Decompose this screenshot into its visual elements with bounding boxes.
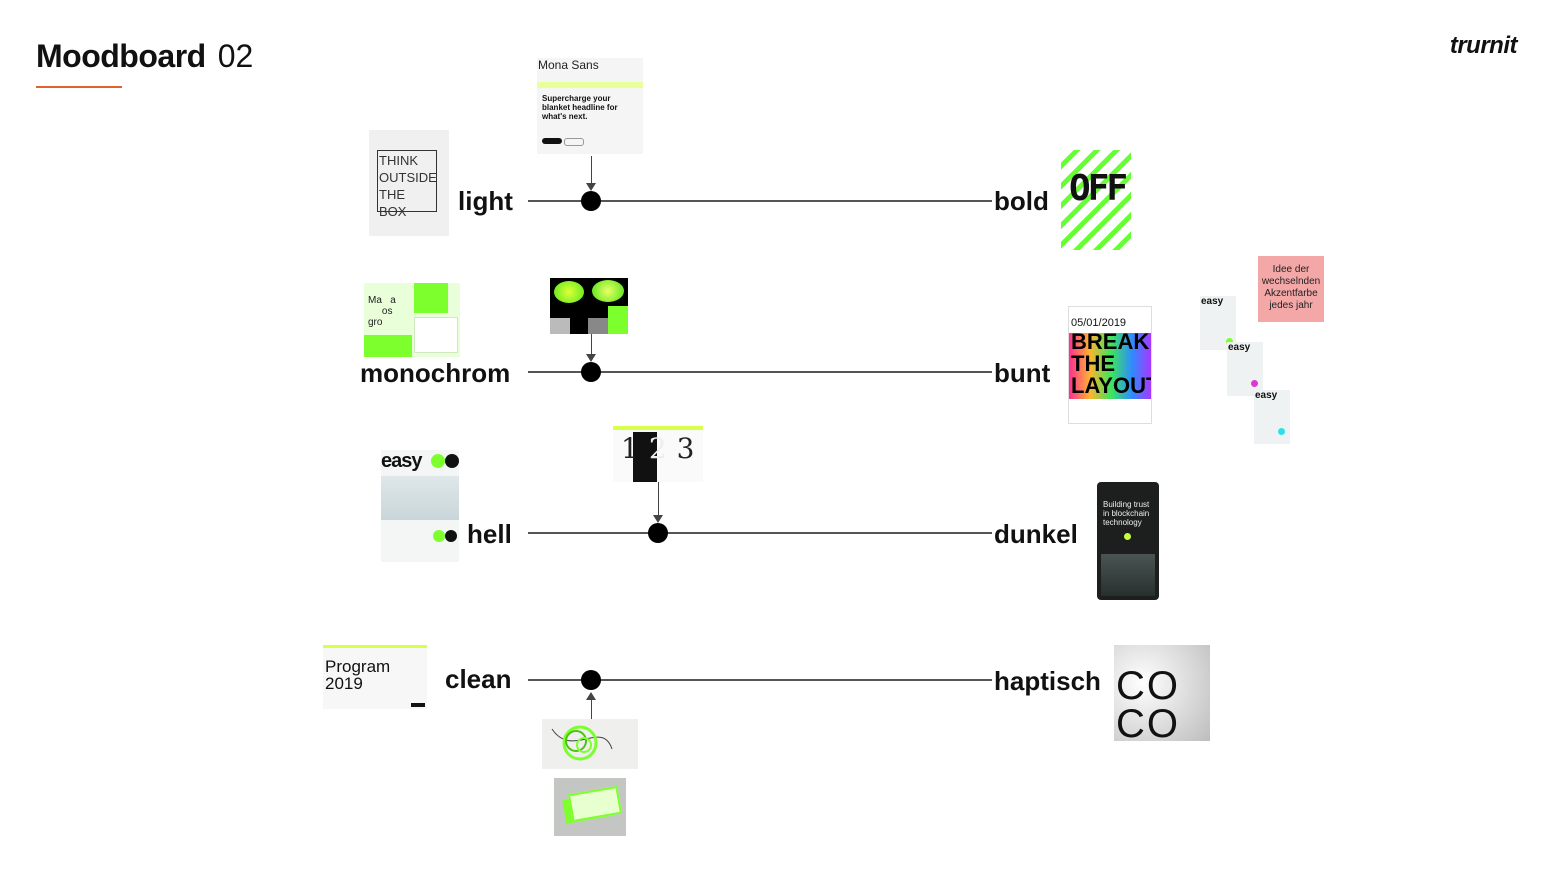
- break-line-3: LAYOUT: [1071, 375, 1152, 397]
- collage-card: [414, 317, 458, 353]
- swatch: [588, 318, 608, 334]
- moodboard-image-think-outside[interactable]: THINK OUTSIDE THE BOX: [369, 130, 449, 236]
- scale-label-clean: clean: [445, 664, 512, 694]
- arrowhead-down-icon: [653, 515, 663, 523]
- moodboard-image-green-tangle[interactable]: [542, 719, 638, 769]
- moodboard-image-phone[interactable]: Building trust in blockchain technology: [1097, 482, 1159, 600]
- mona-title: Mona Sans: [538, 58, 599, 72]
- easy-dot: [1278, 428, 1285, 435]
- arrowhead-down-icon: [586, 354, 596, 362]
- swatch-circle: [554, 281, 584, 303]
- title-underline: [36, 86, 122, 88]
- mona-headline: Supercharge your blanket headline for wh…: [542, 94, 624, 121]
- think-line-3: THE: [379, 186, 437, 203]
- think-line-1: THINK: [379, 152, 437, 169]
- arrow-line: [658, 482, 659, 516]
- swatch: [608, 306, 628, 334]
- page-title: Moodboard 02: [36, 36, 253, 76]
- arrowhead-down-icon: [586, 183, 596, 191]
- arrow-line: [591, 699, 592, 719]
- moodboard-image-easy-3[interactable]: easy: [1254, 390, 1290, 444]
- moodboard-image-business-cards[interactable]: [554, 778, 626, 836]
- think-line-2: OUTSIDE: [379, 169, 437, 186]
- mona-bar: [537, 82, 643, 88]
- easy-green-dot: [431, 454, 445, 468]
- numbers-bar: [613, 426, 703, 430]
- moodboard-image-haptic-coco[interactable]: COCO: [1114, 645, 1210, 741]
- break-words: BREAK THE LAYOUT: [1071, 331, 1152, 397]
- scale-marker-clean-haptisch[interactable]: [581, 670, 601, 690]
- numbers-digits: 1234: [621, 434, 703, 464]
- moodboard-image-easy-2[interactable]: easy: [1227, 342, 1263, 396]
- easy-black-dot: [445, 454, 459, 468]
- easy-dot: [445, 530, 457, 542]
- scale-label-haptisch: haptisch: [994, 666, 1101, 696]
- digit-2: 2: [649, 432, 677, 465]
- scale-label-hell: hell: [467, 519, 512, 549]
- arrow-line: [591, 156, 592, 184]
- scale-line-hell-dunkel: [528, 532, 992, 534]
- scale-label-light: light: [458, 186, 513, 216]
- scale-label-dunkel: dunkel: [994, 519, 1078, 549]
- digit-1: 1: [621, 432, 649, 465]
- program-button: [411, 703, 425, 707]
- program-line-1: Program: [325, 658, 390, 675]
- scale-marker-light-bold[interactable]: [581, 191, 601, 211]
- arrow-line: [591, 334, 592, 356]
- think-line-4: BOX: [379, 203, 437, 220]
- easy-main-brand: easy: [381, 450, 422, 473]
- break-line-1: BREAK: [1071, 331, 1152, 353]
- moodboard-image-green-swatches[interactable]: [550, 278, 628, 334]
- easy-dot: [433, 530, 445, 542]
- coco-text: COCO: [1116, 667, 1208, 741]
- mona-button: [542, 138, 562, 144]
- easy-photo: [381, 476, 459, 520]
- phone-photo: [1101, 554, 1155, 596]
- collage-block: [414, 283, 448, 313]
- scale-label-monochrom: monochrom: [360, 358, 510, 388]
- easy-1-brand: easy: [1201, 296, 1223, 307]
- moodboard-image-break-layout[interactable]: 05/01/2019 BREAK THE LAYOUT: [1068, 306, 1152, 424]
- moodboard-image-off-poster[interactable]: OFF: [1061, 150, 1131, 250]
- swatch-circle: [592, 280, 624, 302]
- break-line-2: THE: [1071, 353, 1152, 375]
- page-title-number: 02: [218, 38, 254, 74]
- scale-marker-monochrom-bunt[interactable]: [581, 362, 601, 382]
- brand-logo: trurnit: [1450, 32, 1517, 60]
- off-text: OFF: [1069, 168, 1125, 209]
- card: [568, 786, 622, 822]
- program-title: Program 2019: [325, 658, 390, 692]
- moodboard-image-program-2019[interactable]: Program 2019: [323, 645, 427, 709]
- phone-text: Building trust in blockchain technology: [1103, 500, 1155, 527]
- scale-label-bold: bold: [994, 186, 1049, 216]
- mona-button-2: [564, 138, 584, 146]
- moodboard-image-easy-main[interactable]: easy: [381, 450, 459, 562]
- break-date: 05/01/2019: [1071, 317, 1126, 329]
- easy-2-brand: easy: [1228, 342, 1250, 353]
- scale-label-bunt: bunt: [994, 358, 1050, 388]
- tangle-graphic: [542, 719, 638, 769]
- phone-dot: [1124, 533, 1131, 540]
- sticky-note[interactable]: Idee der wechselnden Akzentfarbe jedes j…: [1258, 256, 1324, 322]
- page-title-text: Moodboard: [36, 38, 206, 74]
- moodboard-image-numbers[interactable]: 1234: [613, 426, 703, 482]
- easy-dot: [1251, 380, 1258, 387]
- program-bar: [323, 645, 427, 648]
- swatch: [550, 318, 570, 334]
- easy-3-brand: easy: [1255, 390, 1277, 401]
- moodboard-image-mona-sans[interactable]: Mona Sans Supercharge your blanket headl…: [537, 58, 643, 154]
- scale-marker-hell-dunkel[interactable]: [648, 523, 668, 543]
- program-line-2: 2019: [325, 675, 390, 692]
- digit-3: 3: [677, 432, 703, 465]
- collage-block: [364, 335, 412, 357]
